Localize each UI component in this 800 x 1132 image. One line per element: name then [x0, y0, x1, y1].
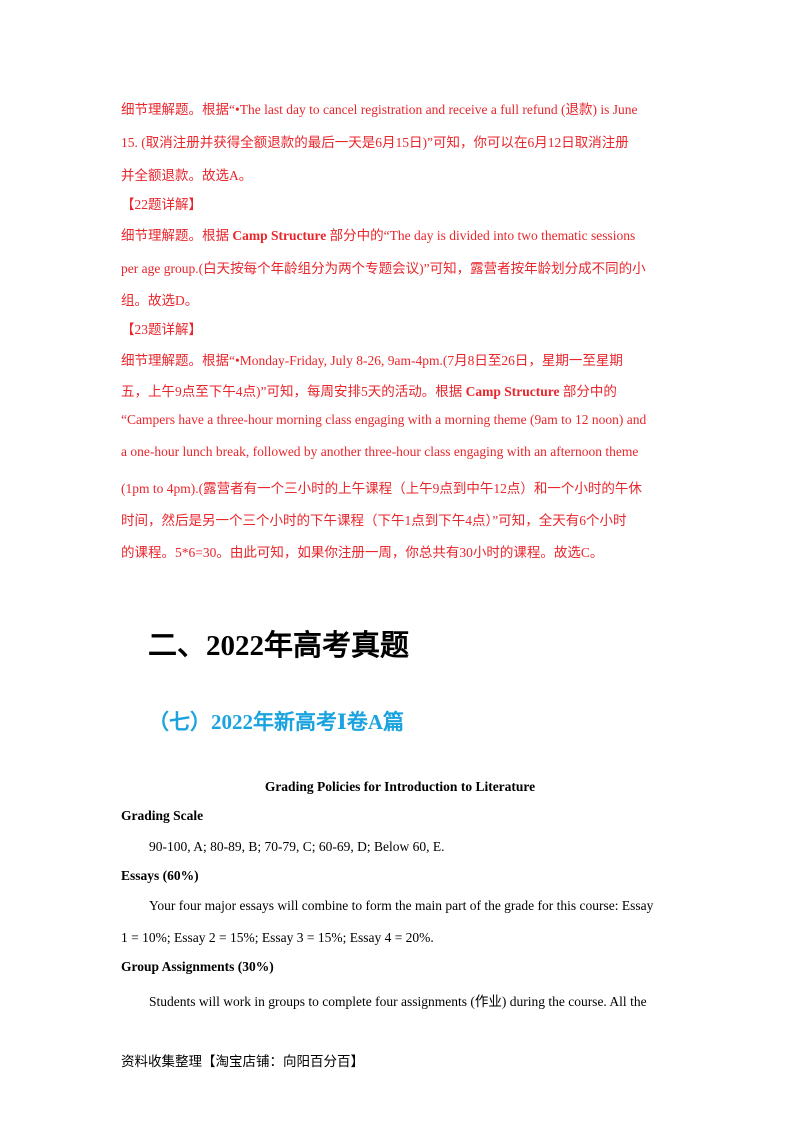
grading-scale-text: 90-100, A; 80-89, B; 70-79, C; 60-69, D;… — [149, 839, 445, 854]
q23-explain-line-1: 细节理解题。根据“•Monday-Friday, July 8-26, 9am-… — [121, 353, 623, 368]
q23-explain-line-6: 时间，然后是另一个三个小时的下午课程（下午1点到下午4点）”可知，全天有6个小时 — [121, 513, 627, 528]
q23-explain-line-3: “Campers have a three-hour morning class… — [121, 412, 647, 427]
essays-text-line-1: Your four major essays will combine to f… — [149, 898, 654, 913]
q23-header: 【23题详解】 — [121, 322, 202, 337]
q23-explain-line-7: 的课程。5*6=30。由此可知，如果你注册一周，你总共有30小时的课程。故选C。 — [121, 545, 604, 560]
q22-explain-line-1: 细节理解题。根据 Camp Structure 部分中的“The day is … — [121, 224, 635, 244]
q22-explain-line-2: per age group.(白天按每个年龄组分为两个专题会议)”可知，露营者按… — [121, 261, 646, 276]
q21-explain-line-2: 15. (取消注册并获得全额退款的最后一天是6月15日)”可知，你可以在6月12… — [121, 135, 629, 150]
q22-line-1-part-b: 部分中的“The day is divided into two themati… — [329, 228, 636, 243]
section-title: 二、2022年高考真题 — [148, 630, 410, 662]
essays-heading: Essays (60%) — [121, 868, 199, 883]
q21-explain-line-3: 并全额退款。故选A。 — [121, 168, 253, 183]
q23-line-2-part-a: 五，上午9点至下午4点)”可知，每周安排5天的活动。根据 — [121, 384, 463, 399]
q23-explain-line-5: (1pm to 4pm).(露营者有一个三小时的上午课程（上午9点到中午12点）… — [121, 481, 642, 496]
q22-header: 【22题详解】 — [121, 197, 202, 212]
subsection-title: （七）2022年新高考Ⅰ卷A篇 — [148, 710, 404, 734]
q22-explain-line-3: 组。故选D。 — [121, 293, 199, 308]
passage-title: Grading Policies for Introduction to Lit… — [264, 779, 536, 794]
group-assignments-text-line-1: Students will work in groups to complete… — [149, 994, 647, 1009]
group-assignments-heading: Group Assignments (30%) — [121, 959, 274, 974]
q22-line-1-bold: Camp Structure — [232, 228, 327, 243]
page-footer: 资料收集整理【淘宝店铺：向阳百分百】 — [121, 1054, 364, 1069]
essays-text-line-2: 1 = 10%; Essay 2 = 15%; Essay 3 = 15%; E… — [121, 930, 434, 945]
q23-line-2-part-b: 部分中的 — [562, 384, 617, 399]
q23-explain-line-4: a one-hour lunch break, followed by anot… — [121, 444, 639, 459]
q23-line-2-bold: Camp Structure — [465, 384, 560, 399]
q22-line-1-part-a: 细节理解题。根据 — [121, 228, 229, 243]
grading-scale-heading: Grading Scale — [121, 808, 204, 823]
q21-explain-line-1: 细节理解题。根据“•The last day to cancel registr… — [121, 102, 638, 117]
q23-explain-line-2: 五，上午9点至下午4点)”可知，每周安排5天的活动。根据 Camp Struct… — [121, 380, 617, 400]
